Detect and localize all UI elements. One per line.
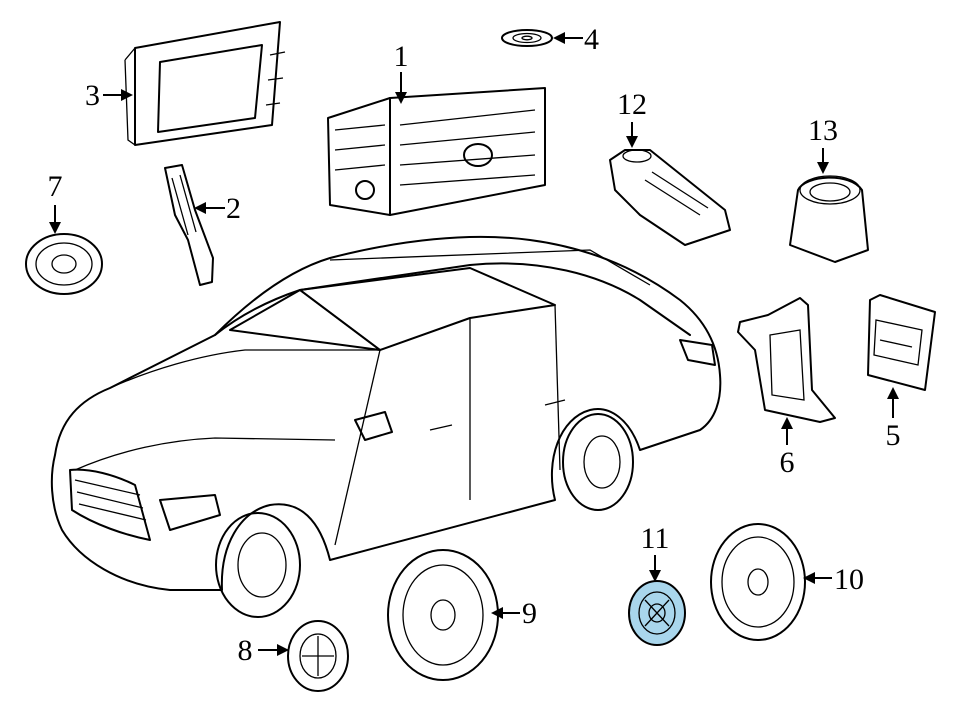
callout-9: 9 bbox=[522, 597, 537, 630]
arrow-3 bbox=[121, 89, 133, 101]
door-speaker-right-part bbox=[710, 523, 806, 641]
arrow-1 bbox=[395, 92, 407, 104]
leader-lines bbox=[49, 32, 899, 656]
callout-labels: 1 2 3 4 5 6 7 8 9 10 11 12 13 bbox=[48, 23, 901, 667]
callout-11: 11 bbox=[641, 522, 670, 555]
callout-13: 13 bbox=[808, 114, 838, 147]
arrow-12 bbox=[626, 136, 638, 148]
trim-ring-part bbox=[789, 175, 869, 263]
tweeter-part bbox=[287, 620, 349, 692]
callout-3: 3 bbox=[85, 79, 100, 112]
callout-12: 12 bbox=[617, 88, 647, 121]
small-speaker-part bbox=[25, 233, 103, 295]
car-illustration bbox=[50, 235, 722, 618]
arrow-9 bbox=[491, 607, 503, 619]
arrow-10 bbox=[803, 572, 815, 584]
console-part bbox=[609, 149, 731, 246]
callout-7: 7 bbox=[48, 170, 63, 203]
arrow-4 bbox=[553, 32, 565, 44]
arrow-8 bbox=[277, 644, 289, 656]
callout-5: 5 bbox=[886, 419, 901, 452]
callout-6: 6 bbox=[780, 446, 795, 479]
highlighted-speaker-part bbox=[628, 580, 686, 646]
callout-8: 8 bbox=[238, 634, 253, 667]
mounting-bracket-part bbox=[737, 297, 836, 423]
door-speaker-left-part bbox=[387, 549, 499, 681]
arrow-5 bbox=[887, 387, 899, 399]
arrow-7 bbox=[49, 222, 61, 234]
control-module-part bbox=[867, 294, 936, 391]
arrow-2 bbox=[194, 202, 206, 214]
arrow-6 bbox=[781, 417, 793, 429]
callout-2: 2 bbox=[226, 192, 241, 225]
head-unit-part bbox=[327, 87, 546, 216]
arrow-11 bbox=[649, 570, 661, 582]
callout-10: 10 bbox=[834, 563, 864, 596]
display-part bbox=[124, 21, 286, 146]
callout-1: 1 bbox=[394, 40, 409, 73]
callout-4: 4 bbox=[584, 23, 599, 56]
arrow-13 bbox=[817, 162, 829, 174]
disc-part bbox=[501, 29, 553, 47]
bracket-part bbox=[164, 164, 214, 286]
